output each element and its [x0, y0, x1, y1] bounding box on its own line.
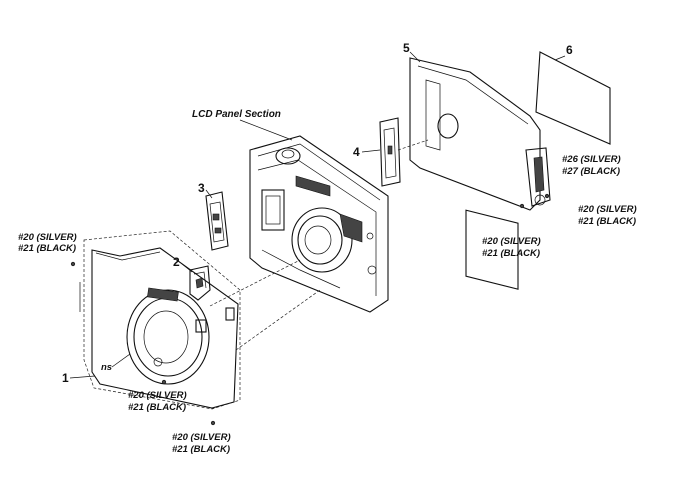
part-number-1: 1: [62, 371, 69, 385]
part-2-bracket: [189, 265, 211, 301]
svg-text:#20 (SILVER): #20 (SILVER): [172, 432, 231, 443]
part-5-rear-frame: [409, 57, 551, 290]
svg-text:#21 (BLACK): #21 (BLACK): [172, 444, 230, 455]
part-4-plate: [379, 117, 429, 187]
screw-label-front-bottom: #20 (SILVER) #21 (BLACK): [128, 390, 187, 413]
ns-mark: ns: [101, 362, 112, 373]
svg-text:#26 (SILVER): #26 (SILVER): [562, 154, 621, 165]
part-main-body: [249, 135, 389, 313]
screw-label-left: #20 (SILVER) #21 (BLACK): [18, 232, 81, 312]
part-6-lcd-sheet: [535, 51, 611, 145]
svg-text:#20 (SILVER): #20 (SILVER): [18, 232, 77, 243]
section-title-leader: [239, 119, 293, 141]
screw-label-rear-bottom: #20 (SILVER) #21 (BLACK): [482, 236, 541, 259]
svg-text:#20 (SILVER): #20 (SILVER): [482, 236, 541, 247]
part-number-4: 4: [353, 145, 360, 159]
screw-label-rear-side-b: #20 (SILVER) #21 (BLACK): [578, 204, 637, 227]
screw-label-lower: #20 (SILVER) #21 (BLACK): [172, 432, 231, 455]
svg-text:#21 (BLACK): #21 (BLACK): [578, 216, 636, 227]
screw-label-rear-side-a: #26 (SILVER) #27 (BLACK): [562, 154, 621, 177]
svg-text:#21 (BLACK): #21 (BLACK): [482, 248, 540, 259]
part-front-cover: [83, 230, 321, 410]
part-3-board: [205, 191, 229, 251]
section-title: LCD Panel Section: [192, 109, 281, 120]
part-number-3: 3: [198, 181, 205, 195]
svg-text:#20 (SILVER): #20 (SILVER): [128, 390, 187, 401]
svg-text:#21 (BLACK): #21 (BLACK): [18, 243, 76, 254]
screw-icon: [70, 193, 550, 426]
part-number-5: 5: [403, 41, 410, 55]
svg-text:#20 (SILVER): #20 (SILVER): [578, 204, 637, 215]
svg-text:#21 (BLACK): #21 (BLACK): [128, 402, 186, 413]
part-number-6: 6: [566, 43, 573, 57]
part-number-2: 2: [173, 255, 180, 269]
svg-text:#27 (BLACK): #27 (BLACK): [562, 166, 620, 177]
